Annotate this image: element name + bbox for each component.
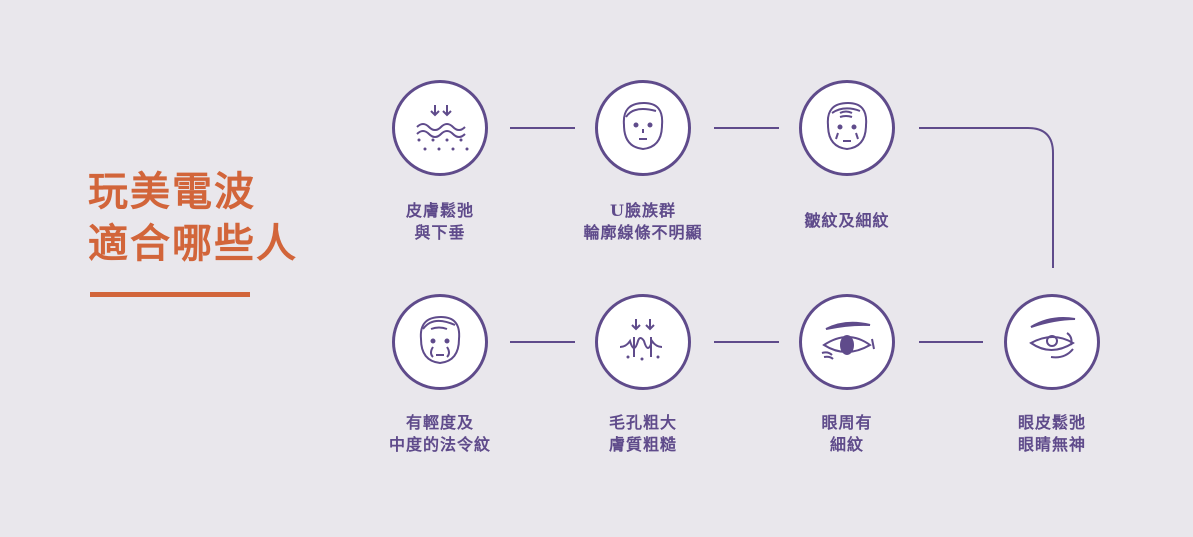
item-label: 眼皮鬆弛眼睛無神 [1017,413,1086,454]
page-title: 玩美電波 適合哪些人 [88,166,298,270]
item-droopy-eye [1004,294,1100,390]
title-line-2: 適合哪些人 [88,220,298,267]
wrinkled-face-icon [826,101,868,151]
item-pores [595,294,691,390]
item-wrinkles [799,80,895,176]
item-skin-sagging [392,80,488,176]
droopy-eye-icon [1029,317,1076,359]
item-label: U臉族群輪廓線條不明顯 [583,201,703,242]
u-face-icon [622,101,664,151]
pores-icon [619,319,663,361]
item-label: 有輕度及中度的法令紋 [388,413,491,454]
title-underline [90,292,250,297]
item-label: 皺紋及細紋 [804,211,890,230]
item-label: 毛孔粗大膚質粗糙 [608,413,677,454]
item-label: 皮膚鬆弛與下垂 [405,201,474,242]
item-nasolabial-folds [392,294,488,390]
item-eye-fine-lines [799,294,895,390]
eye-fine-lines-icon [821,321,875,360]
nasolabial-folds-face-icon [419,315,461,365]
item-u-face [595,80,691,176]
item-label: 眼周有細紋 [821,413,873,454]
skin-sagging-icon [416,105,469,151]
title-line-1: 玩美電波 [88,168,256,215]
